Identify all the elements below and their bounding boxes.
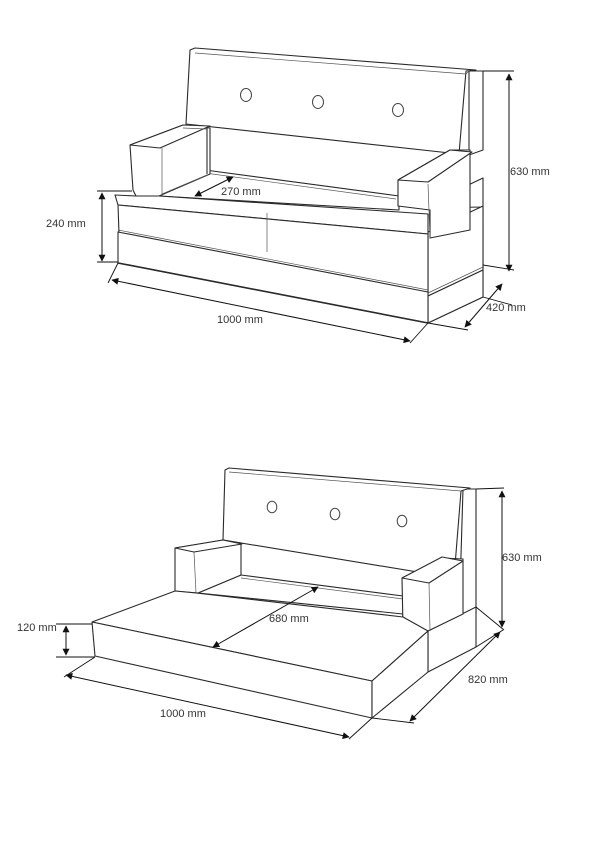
button-icon bbox=[392, 103, 404, 117]
button-icon bbox=[266, 500, 278, 514]
button-icon bbox=[329, 507, 341, 521]
seat-depth-label: 270 mm bbox=[221, 186, 261, 198]
sofa-upright-drawing bbox=[97, 47, 515, 344]
mattress-height-label: 120 mm bbox=[17, 622, 57, 634]
depth-dimension-line bbox=[464, 283, 503, 328]
sofa-upright-figure: 630 mm 240 mm 1000 mm 420 mm 270 mm bbox=[0, 0, 600, 420]
button-icon bbox=[240, 88, 252, 102]
width-dimension-line bbox=[65, 672, 350, 740]
depth-dimension-line bbox=[409, 631, 501, 722]
depth-label: 820 mm bbox=[468, 674, 508, 686]
height-label: 630 mm bbox=[510, 166, 550, 178]
backrest-side bbox=[468, 70, 484, 156]
button-icon bbox=[312, 95, 324, 109]
width-label: 1000 mm bbox=[217, 314, 263, 326]
height-label: 630 mm bbox=[502, 552, 542, 564]
sofa-unfolded-drawing bbox=[56, 467, 506, 740]
seat-height-label: 240 mm bbox=[46, 218, 86, 230]
mattress-depth-label: 680 mm bbox=[269, 613, 309, 625]
backrest bbox=[185, 47, 477, 155]
mattress-depth-dimension-line bbox=[212, 586, 319, 648]
button-icon bbox=[396, 514, 408, 528]
seat-depth-dimension-line bbox=[194, 176, 234, 197]
sofa-unfolded-figure: 630 mm 120 mm 1000 mm 820 mm 680 mm bbox=[0, 420, 600, 849]
width-dimension-line bbox=[111, 277, 411, 344]
depth-label: 420 mm bbox=[486, 302, 526, 314]
width-label: 1000 mm bbox=[160, 708, 206, 720]
